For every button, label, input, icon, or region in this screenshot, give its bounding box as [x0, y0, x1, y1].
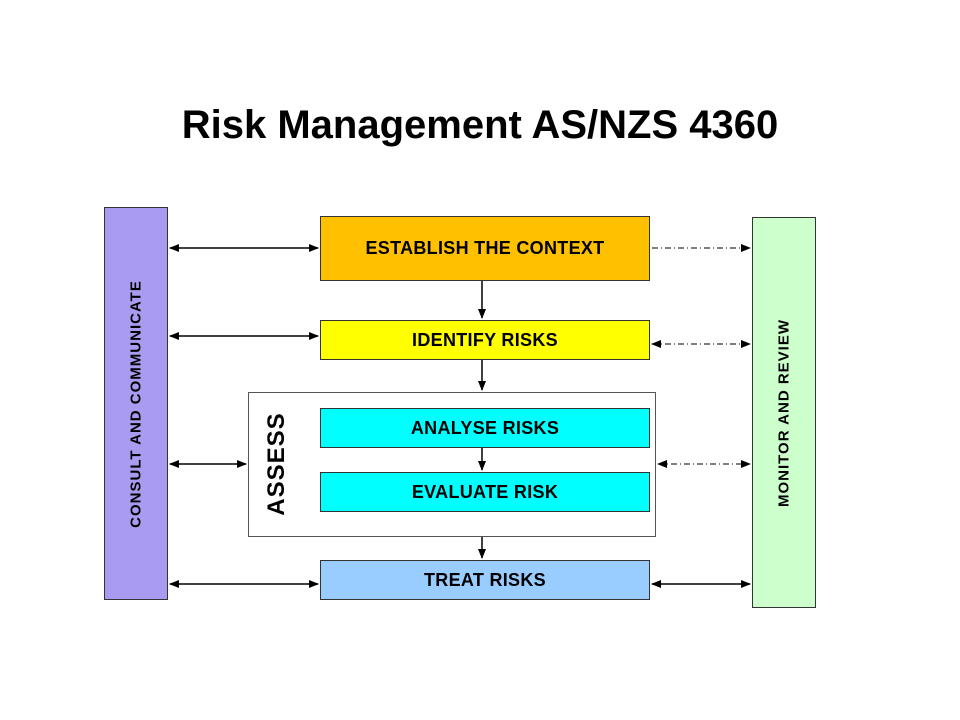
consult-communicate-panel: CONSULT AND COMMUNICATE: [104, 207, 168, 600]
page-title: Risk Management AS/NZS 4360: [181, 103, 779, 147]
step-treat-risks: TREAT RISKS: [320, 560, 650, 600]
step-establish-context: ESTABLISH THE CONTEXT: [320, 216, 650, 281]
step-identify-risks: IDENTIFY RISKS: [320, 320, 650, 360]
monitor-review-panel: MONITOR AND REVIEW: [752, 217, 816, 608]
step-analyse-risks: ANALYSE RISKS: [320, 408, 650, 448]
step-evaluate-risk: EVALUATE RISK: [320, 472, 650, 512]
